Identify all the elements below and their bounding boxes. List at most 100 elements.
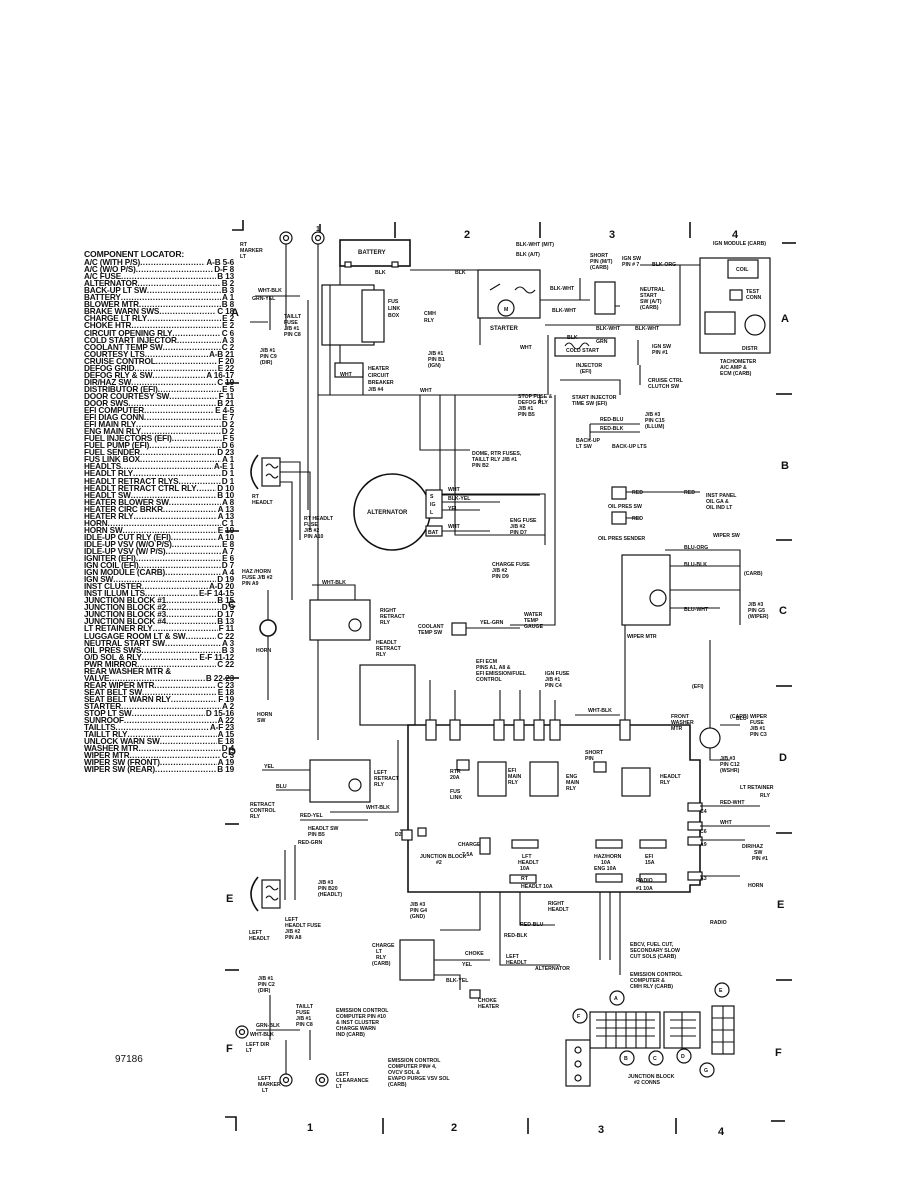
locator-item-name: EFI DIAG CONN	[84, 413, 144, 423]
locator-item: WIPER SW (REAR)B 19	[84, 765, 234, 775]
locator-item-grid: A 8	[222, 497, 234, 507]
diagram-label: INJECTOR	[576, 363, 602, 369]
diagram-label: 7.5A	[462, 852, 473, 858]
locator-item-name: PWR MIRROR	[84, 659, 138, 669]
diagram-label: TIME SW (EFI)	[572, 401, 607, 407]
battery: BATTERY	[339, 239, 411, 268]
locator-item-name: JUNCTION BLOCK #1	[84, 596, 167, 606]
right-retract-rly: RIGHT RETRACT RLY	[309, 599, 406, 641]
locator-item-grid: D-F 8	[214, 265, 234, 275]
diagram-label: 15A	[645, 860, 655, 866]
locator-item: A/C (WITH P/S)A-B 5-6	[84, 258, 234, 266]
locator-item-name: WIPER SW (REAR)	[84, 765, 155, 775]
locator-item: CRUISE CONTROLF 20	[84, 357, 234, 365]
locator-item: JUNCTION BLOCK #4B 13	[84, 617, 234, 627]
locator-item: IDLE-UP VSV (W/ P/S)A 7	[84, 547, 234, 555]
dome-fuses-label: DOME, RTR FUSES,	[472, 451, 522, 457]
locator-item-grid: D 1	[221, 469, 234, 479]
locator-item-name: ENG MAIN RLY	[84, 427, 142, 437]
diagram-label: A	[614, 996, 618, 1002]
diagram-label: PIN C15	[645, 418, 665, 424]
diagram-label: WATER	[524, 612, 543, 618]
headlt-retract-rly: HEADLT RETRACT RLY	[359, 640, 416, 726]
diagram-label: INST PANEL	[706, 493, 737, 499]
grid-row-F-right: F	[775, 1047, 782, 1059]
diagram-label: J/B #3	[410, 902, 425, 908]
locator-item: LT RETAINER RLYF 11	[84, 625, 234, 633]
diagram-label: MARKER	[258, 1082, 281, 1088]
locator-item-grid: A 2	[222, 702, 234, 711]
locator-item-name: IGN COIL (EFI)	[84, 561, 139, 571]
diagram-label: CHOKE	[465, 951, 484, 957]
locator-item: BRAKE WARN SWSC 18	[84, 308, 234, 316]
diagram-label: COIL	[736, 267, 749, 273]
locator-item-name: NEUTRAL START SW	[84, 638, 165, 648]
grid-col-1-bottom: 1	[307, 1122, 313, 1134]
diagram-label: CLEARANCE	[336, 1078, 369, 1084]
locator-item: DOOR COURTESY SWF 11	[84, 391, 234, 401]
neutral-start-sw: NEUTRAL START SW (A/T) (CARB)	[594, 281, 666, 315]
diagram-label: (DIR)	[260, 360, 273, 366]
locator-item-grid: E 22	[217, 363, 234, 373]
diagram-label: HEADLT	[376, 640, 397, 646]
diagram-label: TACHOMETER	[720, 359, 756, 365]
diagram-label: SW (A/T)	[640, 299, 662, 305]
grid-corner-bottom-left	[225, 1116, 237, 1131]
locator-item: BATTERYA 1	[84, 293, 234, 303]
diagram-label: GAUGE	[524, 624, 544, 630]
locator-item: BACK-UP LT SWB 3	[84, 287, 234, 295]
left-retract-rly: LEFT RETRACT RLY	[309, 759, 400, 803]
diagram-label: PIN # 7	[622, 262, 639, 268]
diagram-label: IGN FUSE	[545, 671, 570, 677]
diagram-label: CHARGE	[458, 842, 481, 848]
diagram-label: 20A	[450, 775, 460, 781]
diagram-label: BLK	[455, 270, 466, 276]
diagram-label: LT	[376, 949, 383, 955]
locator-item: NEUTRAL START SW A 3	[84, 638, 234, 648]
locator-item-name: JUNCTION BLOCK #4	[84, 617, 167, 627]
locator-item: EFI COMPUTERE 4-5	[84, 406, 234, 414]
diagram-label: TAILLT RLY J/B #1	[472, 457, 517, 463]
locator-item-grid: A 3	[222, 638, 234, 648]
diagram-label: EMISSION CONTROL	[630, 972, 683, 978]
diagram-label: FUSE	[304, 522, 318, 528]
locator-item-name: HORN	[84, 518, 108, 528]
locator-item: INST CLUSTERA-D 20	[84, 583, 234, 591]
diagram-label: RLY	[508, 780, 518, 786]
locator-item-name: EFI MAIN RLY	[84, 420, 137, 430]
locator-item-grid: D 7	[221, 561, 234, 571]
component-locator: COMPONENT LOCATOR: A/C (WITH P/S)A-B 5-6…	[84, 250, 235, 775]
locator-item-name: IGN MODULE (CARB)	[84, 568, 166, 578]
grid-row-E-left: E	[226, 893, 233, 905]
locator-item: TAILLTSA-F 23	[84, 724, 234, 732]
diagram-label: WHT	[420, 388, 433, 394]
diagram-label: RETRACT	[380, 614, 406, 620]
grid-row-B-right: B	[781, 460, 789, 472]
diagram-label: BLK	[375, 270, 386, 276]
diagram-label: OVCV SOL &	[388, 1070, 420, 1076]
locator-item-grid: D 15-16	[205, 709, 234, 719]
ign-module: IGN MODULE (CARB) COIL TEST CONN DISTR T…	[699, 241, 771, 377]
locator-item: DEFOG GRIDE 22	[84, 363, 234, 373]
diagram-label: RLY	[376, 955, 386, 961]
diagram-label: LINK	[450, 795, 462, 801]
locator-item-name: HORN SW	[84, 525, 123, 535]
diagram-label: J/B #1	[518, 406, 533, 412]
diagram-label: PIN G4	[410, 908, 427, 914]
locator-item-name: DOOR COURTESY SW	[84, 391, 170, 401]
locator-item-grid: A 13	[217, 511, 235, 521]
diagram-label: HORN	[748, 883, 764, 889]
diagram-label: BREAKER	[368, 380, 394, 386]
grid-col-4-bottom: 4	[718, 1126, 725, 1138]
locator-item: CIRCUIT OPENING RLYC 6	[84, 329, 234, 337]
locator-item-grid: A 10	[217, 532, 235, 542]
locator-item-name: BATTERY	[84, 293, 121, 303]
locator-item-grid: D 4	[221, 744, 234, 754]
locator-item: REAR WASHER MTR &	[84, 667, 234, 675]
locator-item: IDLE-UP CUT RLY (EFI)A 10	[84, 532, 235, 542]
locator-item-grid: B 21	[217, 398, 234, 408]
diagram-label: PIN B5	[308, 832, 325, 838]
diagram-label: WHT	[448, 487, 461, 493]
locator-item-name: SEAT BELT SW	[84, 687, 142, 697]
diagram-label: LEFT DIR	[246, 1042, 270, 1048]
